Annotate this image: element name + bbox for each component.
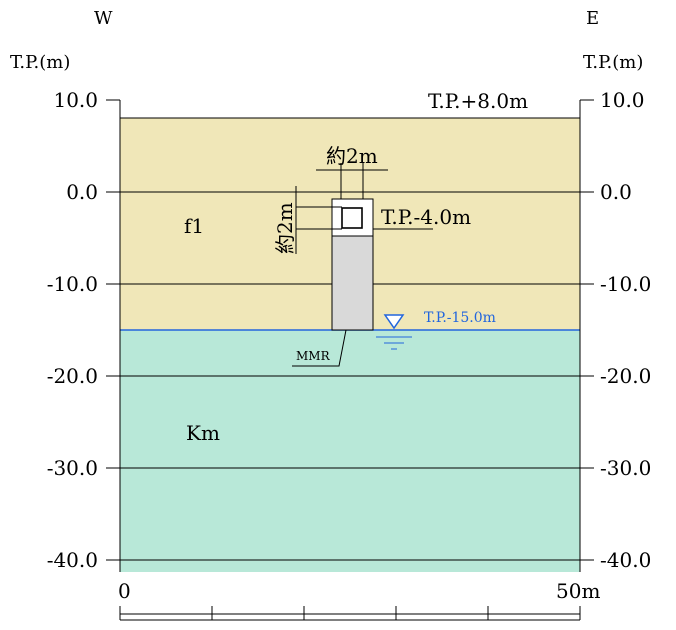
right-elevation-label-minus-40: -40.0 [600,548,651,572]
left-elevation-label-minus-10: -10.0 [47,272,98,296]
structure-level-label: T.P.-4.0m [381,205,471,229]
stratum-f1-label: f1 [184,214,204,238]
right-elevation-label-10: 10.0 [600,88,645,112]
structure-opening [341,207,363,229]
structure-section [331,198,374,237]
right-elevation-label-minus-20: -20.0 [600,364,651,388]
left-elevation-label-minus-40: -40.0 [47,548,98,572]
width-dimension-label: 約2m [326,144,378,168]
mmr-block [331,235,374,331]
mmr-leader [292,329,347,367]
distance-end-label: 50m [556,579,600,603]
left-elevation-label-10: 10.0 [53,88,98,112]
height-dimension-label: 約2m [273,202,297,254]
left-elevation-label-0: 0.0 [66,180,98,204]
right-unit-label: T.P.(m) [583,52,643,73]
left-elevation-label-minus-30: -30.0 [47,456,98,480]
distance-start-label: 0 [118,579,131,603]
left-elevation-label-minus-20: -20.0 [47,364,98,388]
right-elevation-label-minus-30: -30.0 [600,456,651,480]
groundwater-level-icon [383,314,405,330]
right-elevation-label-0: 0.0 [600,180,632,204]
stratum-km-label: Km [186,421,220,445]
mmr-label: MMR [296,349,331,363]
groundwater-label: T.P.-15.0m [424,310,496,326]
stratum-km-area [120,330,580,572]
left-unit-label: T.P.(m) [10,52,70,73]
west-direction-label: W [94,8,113,29]
ground-surface-label: T.P.+8.0m [428,89,528,113]
right-elevation-label-minus-10: -10.0 [600,272,651,296]
east-direction-label: E [586,8,599,29]
